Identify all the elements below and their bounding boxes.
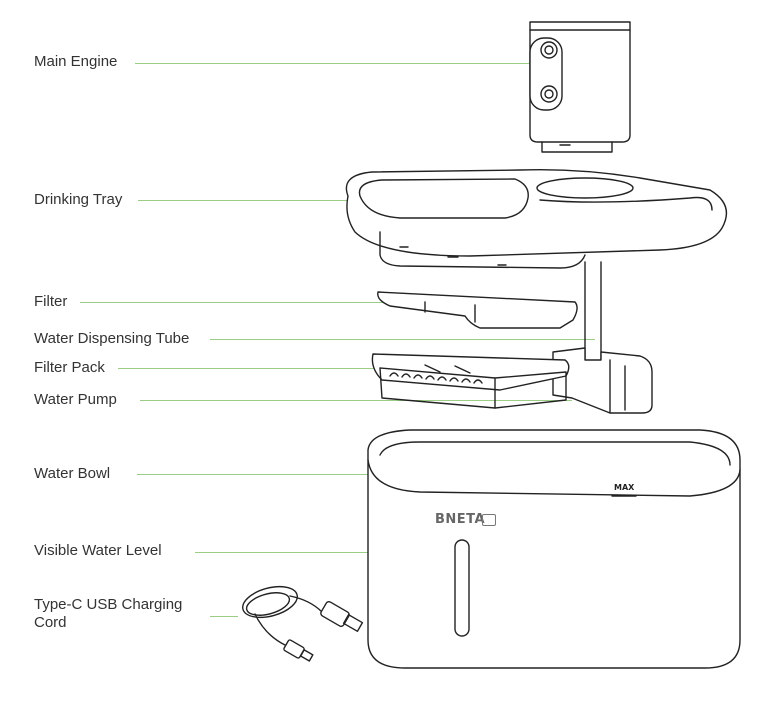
water-bowl-drawing [367,429,741,669]
leader-usb-cord [210,616,238,617]
dispensing-tube-drawing [584,261,602,361]
label-main-engine: Main Engine [34,53,118,70]
label-water-bowl: Water Bowl [34,465,111,482]
label-visible-water-level: Visible Water Level [34,542,162,559]
filter-pack-drawing [371,353,570,409]
brand-badge-icon [482,514,496,526]
water-pump-drawing [552,347,653,414]
label-drinking-tray: Drinking Tray [34,191,123,208]
brand-logo: BNETA [435,512,486,527]
leader-water-pump [140,400,572,401]
max-mark: MAX [614,483,635,492]
label-type-c-usb-cord: Type-C USB Charging Cord [34,596,183,631]
leader-filter-pack [118,368,388,369]
leader-drinking-tray [138,200,408,201]
label-filter-pack: Filter Pack [34,359,105,376]
leader-filter [80,302,465,303]
leader-main-engine [135,63,535,64]
label-water-dispensing-tube: Water Dispensing Tube [34,330,190,347]
label-water-pump: Water Pump [34,391,117,408]
usb-cord-drawing [242,585,364,662]
leader-water-bowl [137,474,494,475]
drinking-tray-drawing [345,168,728,269]
leader-water-dispensing-tube [210,339,595,340]
label-filter: Filter [34,293,68,310]
main-engine-drawing [529,21,631,153]
leader-visible-water-level [195,552,450,553]
filter-drawing [377,291,578,329]
